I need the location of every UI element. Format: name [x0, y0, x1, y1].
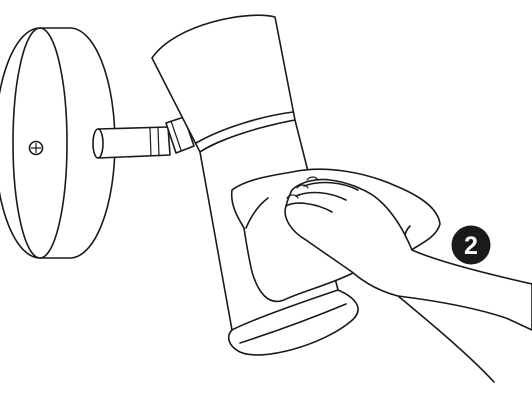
- step-number: 2: [464, 232, 478, 260]
- step-number-badge: 2: [452, 226, 491, 265]
- screw-icon: [30, 142, 43, 155]
